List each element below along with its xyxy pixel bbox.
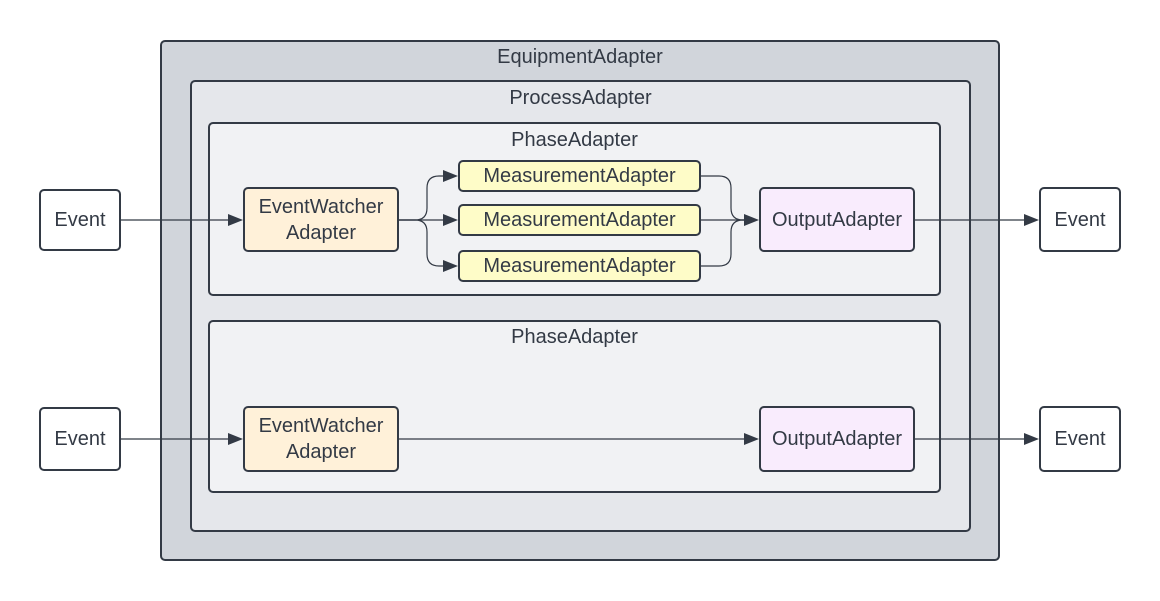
event-watcher-adapter-1-line1: EventWatcher xyxy=(258,195,384,218)
output-adapter-1: OutputAdapter xyxy=(759,187,915,252)
input-event-1: Event xyxy=(39,189,121,251)
event-watcher-adapter-2-line1: EventWatcher xyxy=(258,415,384,437)
equipment-adapter-title: EquipmentAdapter xyxy=(497,46,663,68)
output-event-1-label: Event xyxy=(1054,208,1106,231)
measurement-adapter-2-label: MeasurementAdapter xyxy=(483,209,676,231)
event-watcher-adapter-1-line2: Adapter xyxy=(285,221,357,244)
input-event-2: Event xyxy=(39,407,121,471)
output-adapter-2: OutputAdapter xyxy=(759,406,915,472)
output-event-2-label: Event xyxy=(1054,428,1106,450)
measurement-adapter-3-label: MeasurementAdapter xyxy=(483,255,676,277)
measurement-adapter-1: MeasurementAdapter xyxy=(458,160,701,192)
phase-adapter-title-2: PhaseAdapter xyxy=(511,326,638,348)
output-event-1: Event xyxy=(1039,187,1121,252)
output-event-2: Event xyxy=(1039,406,1121,472)
event-watcher-adapter-2-line2: Adapter xyxy=(285,441,357,463)
event-watcher-adapter-1: EventWatcher Adapter xyxy=(243,187,399,252)
measurement-adapter-1-label: MeasurementAdapter xyxy=(483,165,676,187)
output-adapter-1-label: OutputAdapter xyxy=(771,208,903,231)
event-watcher-adapter-2: EventWatcher Adapter xyxy=(243,406,399,472)
input-event-2-label: Event xyxy=(54,428,106,450)
process-adapter-title: ProcessAdapter xyxy=(509,87,652,109)
input-event-1-label: Event xyxy=(54,209,106,231)
output-adapter-2-label: OutputAdapter xyxy=(771,428,903,450)
measurement-adapter-3: MeasurementAdapter xyxy=(458,250,701,282)
phase-adapter-title-1: PhaseAdapter xyxy=(511,129,638,151)
measurement-adapter-2: MeasurementAdapter xyxy=(458,204,701,236)
